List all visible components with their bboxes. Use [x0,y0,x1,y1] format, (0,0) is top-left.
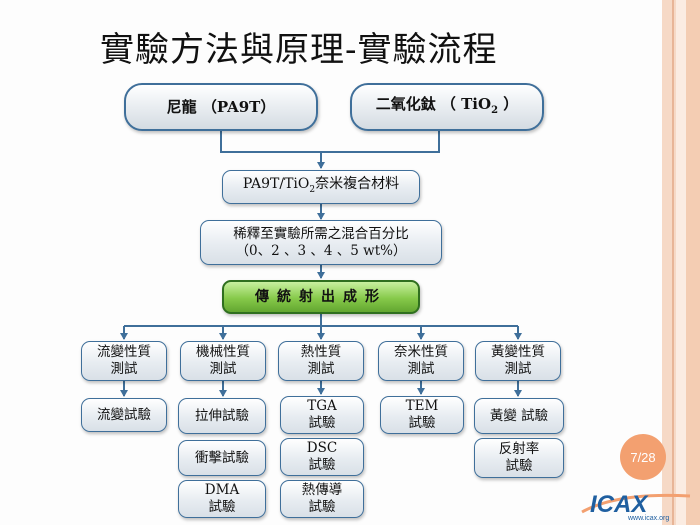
dilution-line-2: （0、2 、3 、4 、5 wt%） [235,242,407,259]
category-rheology: 流變性質 測試 [81,341,167,381]
test-thermal-conductivity: 熱傳導 試驗 [280,480,364,518]
test-label: 試驗 [505,458,533,474]
test-label: 黃變 試驗 [489,407,549,424]
dilution-line-1: 稀釋至實驗所需之混合百分比 [233,225,409,242]
test-label: TEM [405,398,439,414]
icax-logo: ICAX www.icax.org [581,491,691,522]
test-rheology: 流變試驗 [81,398,167,432]
injection-label: 傳統射出成形 [255,288,387,305]
category-label: 奈米性質 [394,344,448,360]
material-nylon-label: 尼龍 （PA9T） [166,97,276,116]
test-label: 反射率 [498,441,540,457]
category-label: 測試 [110,361,138,377]
border-stripe [676,0,686,525]
test-reflectance: 反射率 試驗 [474,438,564,478]
category-label: 機械性質 [196,344,250,360]
test-dsc: DSC 試驗 [280,438,364,476]
category-label: 熱性質 [300,344,342,360]
test-tga: TGA 試驗 [280,396,364,434]
slide-title: 實驗方法與原理-實驗流程 [100,30,498,70]
border-stripe [686,0,700,525]
material-tio2: 二氧化鈦 （ TiO2 ） [350,83,544,131]
test-label: 拉伸試驗 [195,407,249,424]
material-tio2-label: 二氧化鈦 （ TiO2 ） [375,94,519,116]
category-label: 測試 [307,361,335,377]
test-label: 熱傳導 [301,482,343,498]
connector-nylon [220,130,440,153]
category-label: 測試 [407,361,435,377]
composite-label: PA9T/TiO2奈米複合材料 [242,175,400,195]
test-label: 試驗 [308,457,336,473]
dilution-step: 稀釋至實驗所需之混合百分比 （0、2 、3 、4 、5 wt%） [200,220,442,265]
test-label: 試驗 [308,415,336,431]
connector-branch [124,314,518,327]
logo-wordmark: ICAX [590,491,649,518]
category-label: 黃變性質 [491,344,545,360]
test-impact: 衝擊試驗 [178,440,266,476]
page-number-badge: 7/28 [620,434,666,480]
category-mechanical: 機械性質 測試 [180,341,266,381]
test-label: 試驗 [208,499,236,515]
category-label: 測試 [209,361,237,377]
border-stripe-line [672,0,674,525]
injection-molding: 傳統射出成形 [222,280,420,314]
test-label: 衝擊試驗 [195,449,249,466]
test-label: 試驗 [408,415,436,431]
test-label: 流變試驗 [97,406,151,423]
test-label: DMA [204,482,240,498]
test-tensile: 拉伸試驗 [178,398,266,434]
composite-material: PA9T/TiO2奈米複合材料 [222,170,420,204]
test-yellowing: 黃變 試驗 [474,398,564,434]
category-yellowing: 黃變性質 測試 [475,341,561,381]
test-dma: DMA 試驗 [178,480,266,518]
test-tem: TEM 試驗 [380,396,464,434]
test-label: DSC [306,440,338,456]
category-thermal: 熱性質 測試 [278,341,364,381]
test-label: TGA [307,398,337,414]
category-label: 流變性質 [97,344,151,360]
logo-url: www.icax.org [627,515,669,522]
test-label: 試驗 [308,499,336,515]
category-label: 測試 [504,361,532,377]
category-nano: 奈米性質 測試 [378,341,464,381]
material-nylon: 尼龍 （PA9T） [124,83,318,131]
